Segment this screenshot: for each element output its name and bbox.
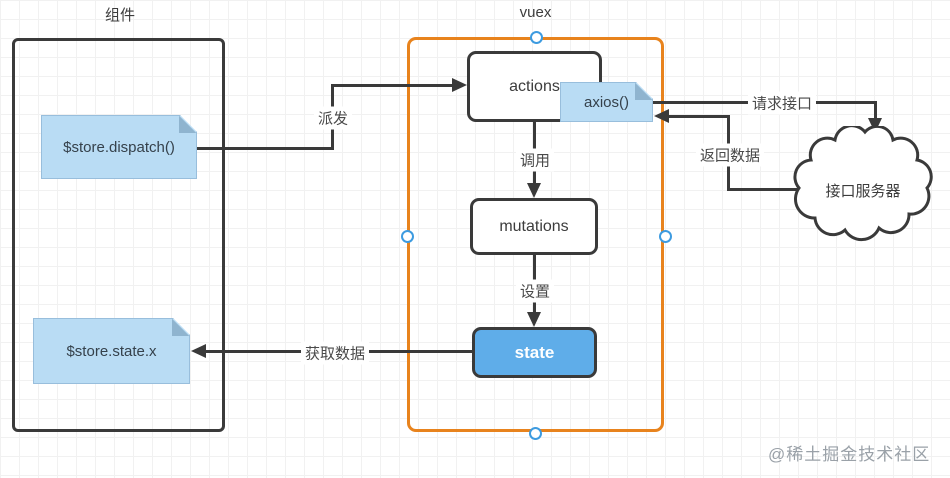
component-container[interactable]	[12, 38, 225, 432]
watermark: @稀土掘金技术社区	[768, 445, 931, 464]
node-mutations[interactable]: mutations	[470, 198, 598, 255]
connection-handle-bottom[interactable]	[529, 427, 542, 440]
edge-dispatch-arrowhead	[452, 78, 467, 92]
note-store-dispatch[interactable]: $store.dispatch()	[41, 115, 197, 179]
edge-label-get-data: 获取数据	[300, 341, 370, 365]
edge-invoke-arrowhead	[527, 183, 541, 198]
server-cloud-label: 接口服务器	[825, 183, 900, 200]
edge-label-return-data: 返回数据	[695, 143, 765, 167]
node-state[interactable]: state	[472, 327, 597, 378]
connection-handle-top[interactable]	[530, 31, 543, 44]
edge-set-arrowhead	[527, 312, 541, 327]
edge-dispatch-line	[331, 84, 453, 87]
edge-label-dispatch: 派发	[313, 106, 353, 130]
edge-return-line	[727, 188, 803, 191]
edge-return-line	[668, 115, 730, 118]
note-axios[interactable]: axios()	[560, 82, 653, 122]
edge-label-invoke: 调用	[515, 148, 555, 172]
edge-get-data-arrowhead	[191, 344, 206, 358]
edge-return-arrowhead	[654, 109, 669, 123]
cloud-shape	[793, 126, 933, 242]
edge-label-request-api: 请求接口	[747, 91, 817, 115]
edge-label-set: 设置	[515, 279, 555, 303]
connection-handle-right[interactable]	[659, 230, 672, 243]
connection-handle-left[interactable]	[401, 230, 414, 243]
component-panel-title: 组件	[104, 7, 135, 24]
note-store-state[interactable]: $store.state.x	[33, 318, 190, 384]
edge-dispatch-line	[196, 147, 334, 150]
server-cloud[interactable]: 接口服务器	[793, 126, 933, 248]
vuex-panel-title: vuex	[519, 4, 552, 21]
edge-request-line	[874, 101, 877, 120]
